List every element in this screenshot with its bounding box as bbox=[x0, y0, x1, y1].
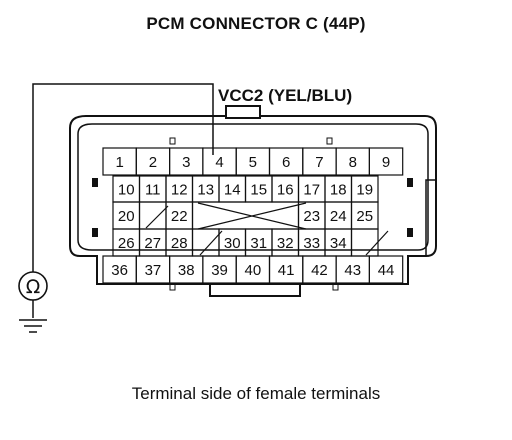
terminal-number-25: 25 bbox=[356, 208, 373, 225]
ohm-symbol-icon: Ω bbox=[26, 276, 41, 298]
top-marker-left bbox=[169, 137, 176, 145]
bottom-marker-right bbox=[332, 283, 339, 291]
terminal-number-11: 11 bbox=[145, 182, 161, 199]
terminal-number-41: 41 bbox=[278, 262, 295, 279]
locking-tab bbox=[225, 105, 261, 119]
terminal-number-30: 30 bbox=[224, 235, 241, 252]
terminal-number-32: 32 bbox=[277, 235, 294, 252]
terminal-number-43: 43 bbox=[344, 262, 361, 279]
terminal-number-10: 10 bbox=[118, 182, 135, 199]
terminal-number-8: 8 bbox=[349, 154, 357, 171]
terminal-number-14: 14 bbox=[224, 182, 241, 199]
terminal-number-28: 28 bbox=[171, 235, 188, 252]
blocked-area-outline bbox=[191, 201, 300, 230]
empty-cavity-29-slash bbox=[199, 230, 223, 256]
connector-inner-shell bbox=[77, 123, 429, 251]
terminal-number-7: 7 bbox=[315, 154, 323, 171]
right-latch-top bbox=[407, 178, 413, 187]
terminal-number-23: 23 bbox=[303, 208, 320, 225]
blocked-area-cross bbox=[197, 202, 307, 230]
terminal-cavity bbox=[191, 228, 220, 257]
terminal-number-22: 22 bbox=[171, 208, 188, 225]
probe-wire-vcc2 bbox=[32, 83, 214, 272]
terminal-cavity bbox=[368, 255, 404, 284]
left-latch-top bbox=[92, 178, 98, 187]
terminal-number-2: 2 bbox=[149, 154, 157, 171]
terminal-number-34: 34 bbox=[330, 235, 347, 252]
connector-shell bbox=[69, 115, 437, 285]
bottom-marker-left bbox=[169, 283, 176, 291]
terminal-number-40: 40 bbox=[245, 262, 262, 279]
empty-cavity-21-slash bbox=[145, 205, 169, 229]
caption: Terminal side of female terminals bbox=[131, 384, 381, 403]
terminal-number-15: 15 bbox=[250, 182, 267, 199]
wire-label: VCC2 (YEL/BLU) bbox=[218, 86, 353, 105]
terminal-number-37: 37 bbox=[145, 262, 162, 279]
bottom-key bbox=[209, 284, 301, 297]
terminal-number-16: 16 bbox=[277, 182, 294, 199]
terminal-number-31: 31 bbox=[250, 235, 267, 252]
terminal-number-1: 1 bbox=[115, 154, 123, 171]
terminal-number-9: 9 bbox=[382, 154, 390, 171]
terminal-number-36: 36 bbox=[111, 262, 128, 279]
terminal-cavity bbox=[368, 147, 404, 176]
terminal-number-19: 19 bbox=[356, 182, 373, 199]
terminal-number-12: 12 bbox=[171, 182, 188, 199]
terminal-number-24: 24 bbox=[330, 208, 347, 225]
empty-cavity-35-slash bbox=[365, 230, 389, 256]
left-latch-bottom bbox=[92, 228, 98, 237]
diagram-title: PCM CONNECTOR C (44P) bbox=[146, 14, 366, 33]
terminal-number-42: 42 bbox=[311, 262, 328, 279]
terminal-number-5: 5 bbox=[249, 154, 257, 171]
terminal-number-3: 3 bbox=[182, 154, 190, 171]
ground-icon bbox=[19, 319, 47, 333]
terminal-number-26: 26 bbox=[118, 235, 135, 252]
ohmmeter bbox=[18, 271, 48, 301]
terminal-number-18: 18 bbox=[330, 182, 347, 199]
terminal-cavity bbox=[350, 228, 379, 257]
terminal-number-4: 4 bbox=[215, 154, 223, 171]
probe-wire-shell bbox=[425, 179, 436, 256]
terminal-number-33: 33 bbox=[303, 235, 320, 252]
right-latch-bottom bbox=[407, 228, 413, 237]
top-marker-right bbox=[326, 137, 333, 145]
terminal-number-39: 39 bbox=[211, 262, 228, 279]
terminal-number-13: 13 bbox=[197, 182, 214, 199]
terminal-number-20: 20 bbox=[118, 208, 135, 225]
terminal-number-6: 6 bbox=[282, 154, 290, 171]
terminal-number-38: 38 bbox=[178, 262, 195, 279]
terminal-number-27: 27 bbox=[144, 235, 161, 252]
terminal-number-17: 17 bbox=[303, 182, 320, 199]
terminal-cavity bbox=[138, 201, 167, 230]
terminal-number-44: 44 bbox=[378, 262, 395, 279]
